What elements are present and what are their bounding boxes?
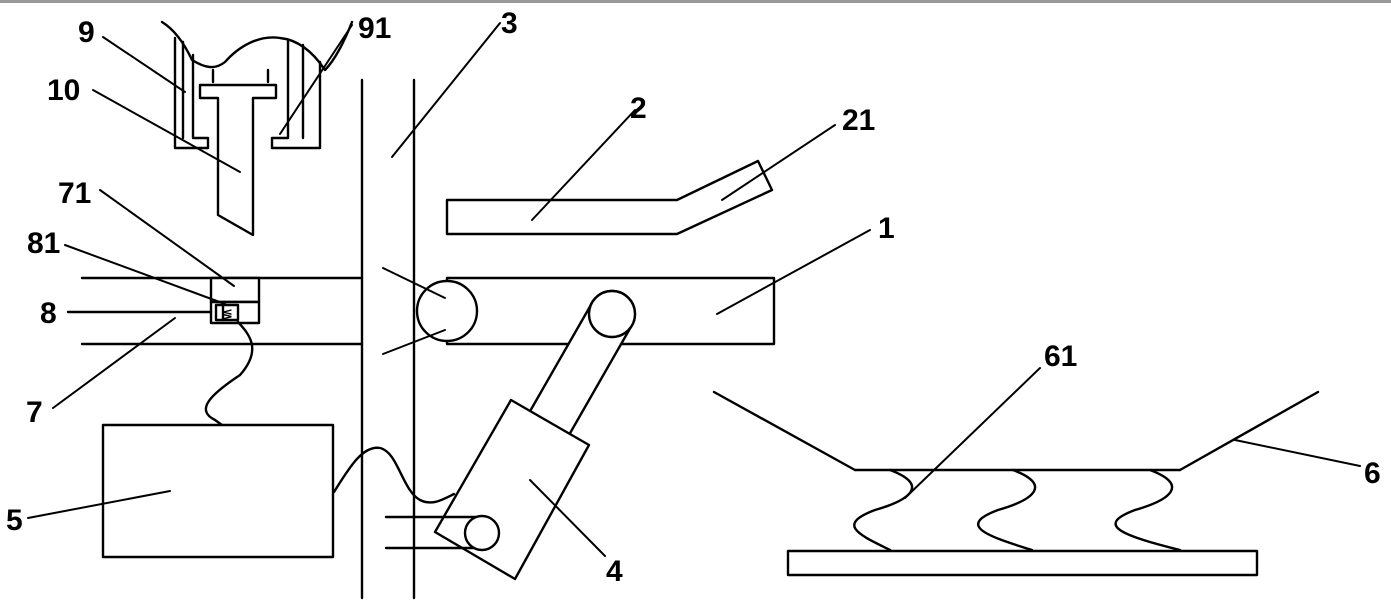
chute-part-2	[445, 159, 774, 236]
label-4: 4	[606, 555, 623, 588]
label-21: 21	[842, 104, 875, 137]
block-part-71	[209, 276, 261, 325]
springs-part-61	[853, 468, 1182, 552]
label-2: 2	[630, 92, 647, 125]
box-part-5	[101, 423, 335, 559]
label-3: 3	[501, 7, 518, 40]
label-1: 1	[878, 212, 895, 245]
spring-glyph: ≶	[222, 307, 233, 322]
cylinder-part-4	[384, 289, 637, 581]
label-71: 71	[58, 177, 91, 210]
label-10: 10	[47, 74, 80, 107]
label-7: 7	[26, 396, 43, 429]
wire-switch-to-box	[204, 320, 254, 427]
leader-lines	[27, 22, 1361, 557]
plunger-part-10	[198, 83, 278, 237]
hopper-part-6	[712, 390, 1320, 577]
label-91: 91	[358, 12, 391, 45]
part-labels: 9 10 91 3 2 21 1 71 81 8 7 5 4 6 61	[6, 7, 1381, 588]
top-border	[0, 0, 1391, 3]
label-9: 9	[78, 16, 95, 49]
label-6: 6	[1364, 457, 1381, 490]
label-8: 8	[40, 297, 57, 330]
label-5: 5	[6, 504, 23, 537]
column-part-3	[360, 78, 416, 600]
label-81: 81	[27, 227, 60, 260]
wire-box-to-cylinder	[332, 446, 456, 504]
label-61: 61	[1044, 340, 1077, 373]
